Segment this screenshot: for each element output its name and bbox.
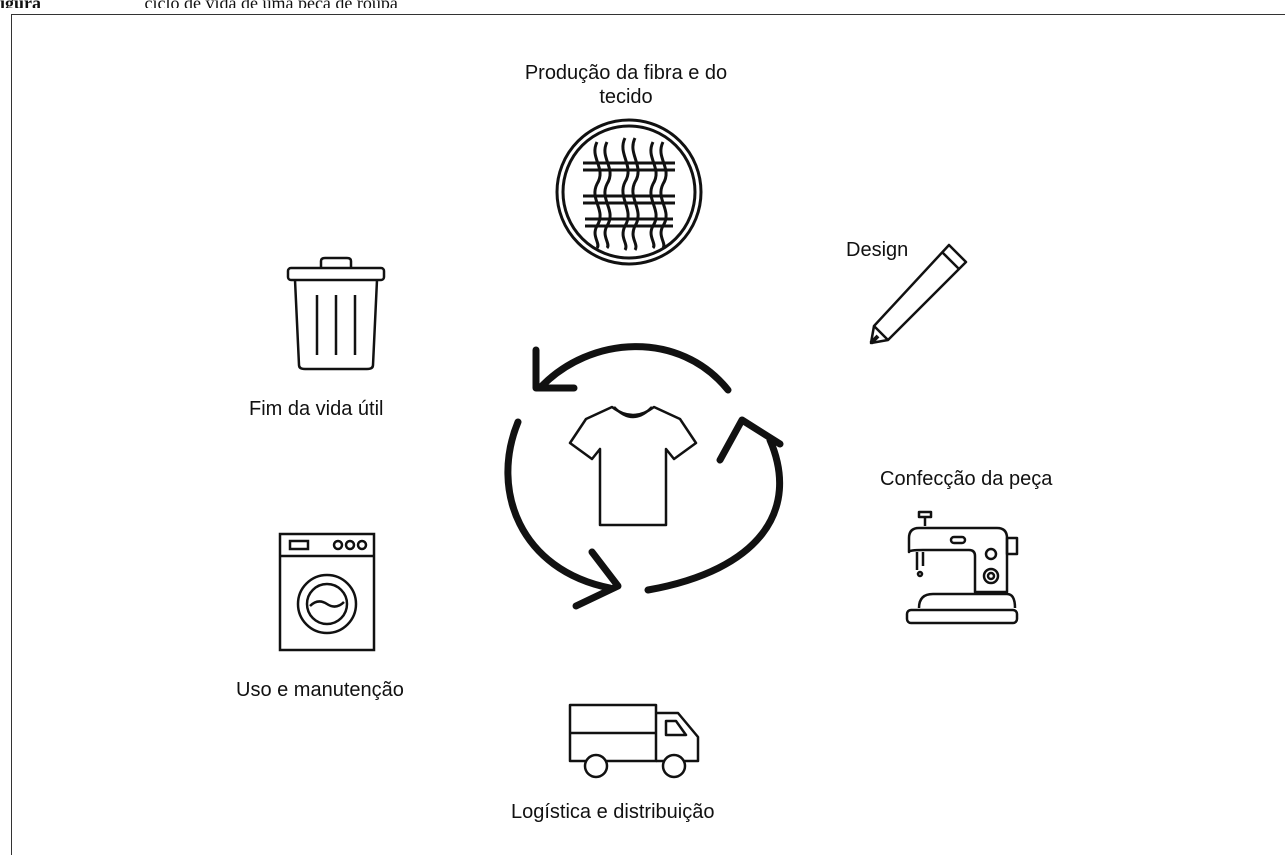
label-fiber-production: Produção da fibra e do tecido xyxy=(476,61,776,109)
sewing-machine-icon xyxy=(905,510,1020,628)
figure-caption: igura ciclo de vida de uma peça de roupa xyxy=(0,0,760,8)
fabric-weave-icon xyxy=(555,118,703,266)
trash-can-icon xyxy=(286,256,386,371)
label-fiber-line1: Produção da fibra e do xyxy=(524,62,728,84)
truck-icon xyxy=(568,703,704,779)
caption-bold: igura xyxy=(0,0,41,8)
label-fiber-line2: tecido xyxy=(599,86,653,108)
circular-arrows-icon xyxy=(500,340,790,620)
diagram-frame xyxy=(11,14,1285,855)
label-design: Design xyxy=(846,239,909,261)
pencil-icon xyxy=(866,240,970,345)
label-logistics: Logística e distribuição xyxy=(511,801,715,823)
washing-machine-icon xyxy=(278,532,376,652)
label-sewing: Confecção da peça xyxy=(880,468,1053,490)
label-end-of-life: Fim da vida útil xyxy=(249,398,384,420)
t-shirt-icon xyxy=(568,405,698,527)
caption-rest: ciclo de vida de uma peça de roupa xyxy=(41,0,398,8)
label-use: Uso e manutenção xyxy=(236,679,404,701)
